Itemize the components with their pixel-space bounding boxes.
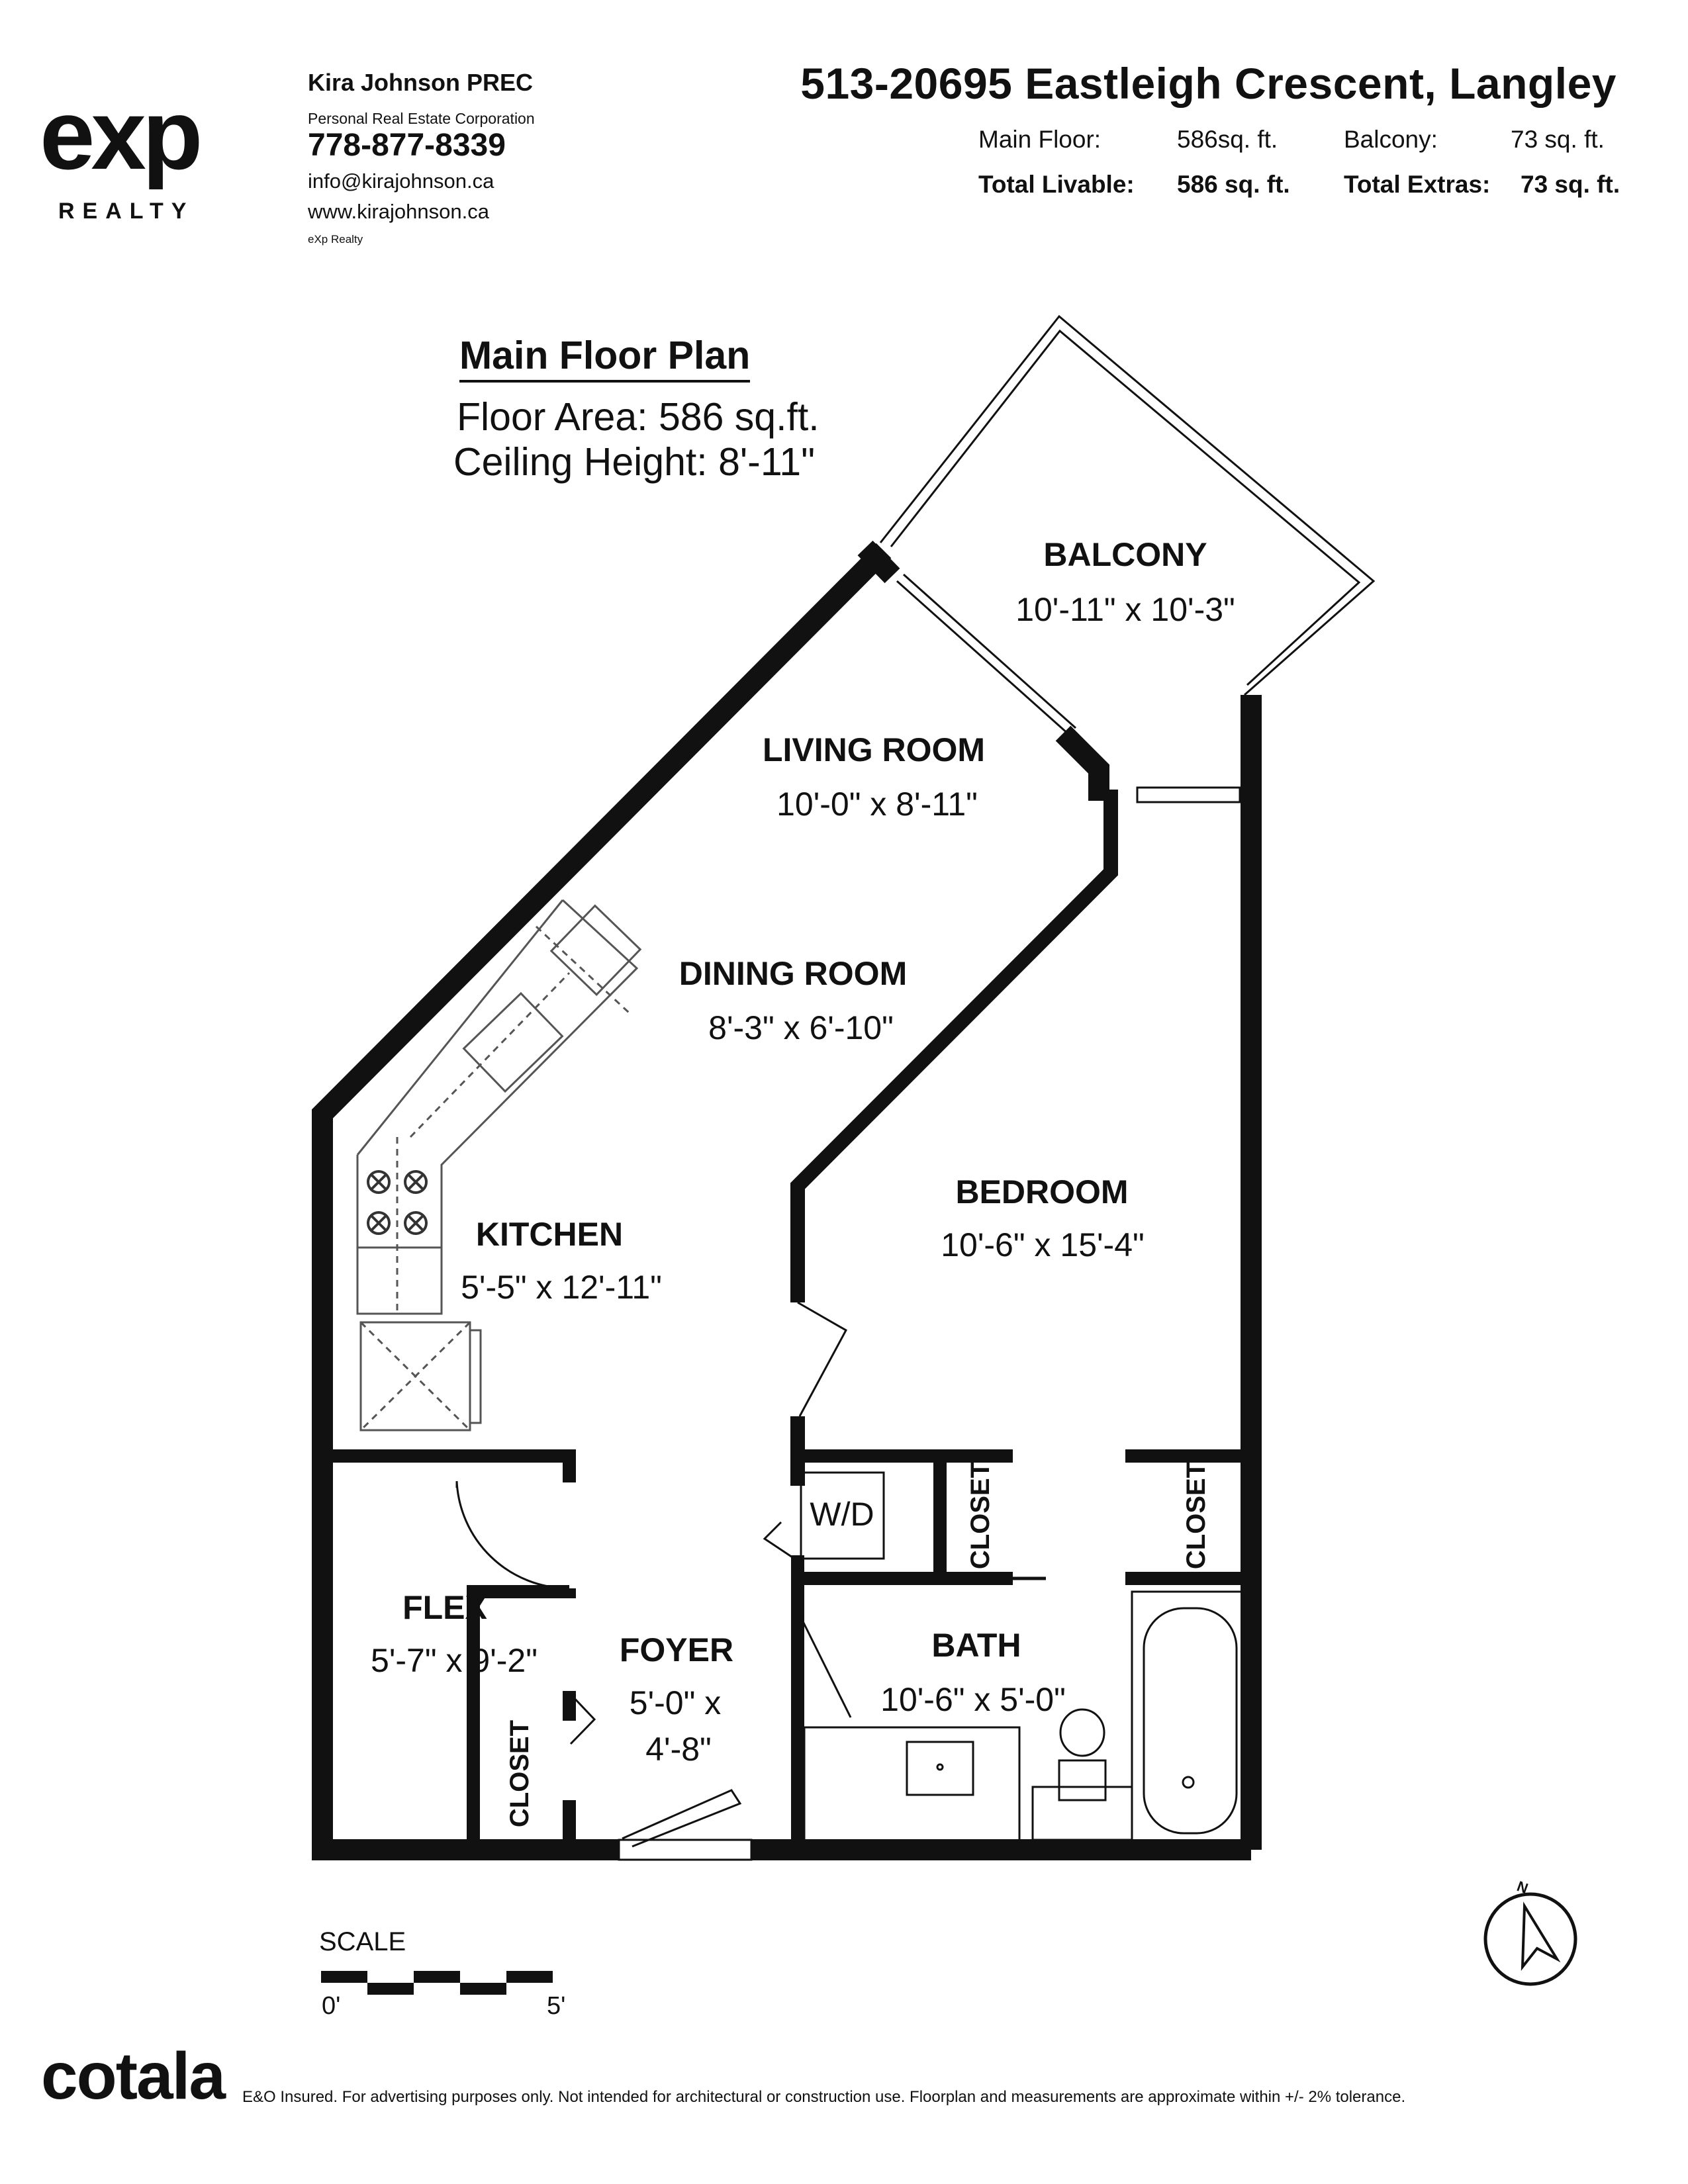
closet-flex-label: CLOSET [505, 1720, 534, 1827]
property-address: 513-20695 Eastleigh Crescent, Langley [800, 59, 1617, 108]
balcony-outline [879, 314, 1376, 696]
balcony-label: Balcony: [1344, 126, 1438, 153]
bath-fixtures [803, 1590, 1249, 1848]
washer-dryer [800, 1471, 885, 1560]
logo-sub-text: REALTY [58, 199, 194, 224]
living-room-dims: 10'-0" x 8'-11" [776, 786, 978, 823]
flex-door[interactable] [455, 1480, 569, 1590]
plan-heading: Main Floor Plan [459, 333, 751, 383]
bedroom-door[interactable] [797, 1301, 848, 1417]
bedroom-name: BEDROOM [955, 1173, 1128, 1210]
balcony-name: BALCONY [1043, 536, 1207, 573]
foyer-name: FOYER [620, 1631, 733, 1668]
entry-door[interactable] [618, 1789, 753, 1861]
stove-burners [367, 1170, 428, 1235]
flex-closet-door[interactable] [569, 1693, 596, 1745]
cotala-logo: cotala [41, 2039, 226, 2113]
plan-floor-area: Floor Area: 586 sq.ft. [457, 395, 820, 439]
logo-brand-text: exp [40, 99, 199, 190]
total-livable-value: 586 sq. ft. [1177, 171, 1290, 198]
flex-name: FLEX [402, 1589, 487, 1626]
dining-room-name: DINING ROOM [679, 955, 907, 992]
closet-bedroom-left-label: CLOSET [966, 1462, 995, 1569]
living-room-name: LIVING ROOM [763, 731, 985, 768]
main-floor-label: Main Floor: [978, 126, 1102, 153]
scale-bar [321, 1971, 553, 1995]
north-arrow: N [1483, 1878, 1577, 1986]
kitchen-dims: 5'-5" x 12'-11" [461, 1269, 662, 1306]
foyer-dims-line2: 4'-8" [645, 1731, 712, 1768]
wd-closet-door[interactable] [763, 1521, 795, 1560]
total-livable-label: Total Livable: [978, 171, 1135, 198]
agent-email[interactable]: info@kirajohnson.ca [308, 169, 494, 193]
agent-corporation: Personal Real Estate Corporation [308, 110, 535, 127]
agent-brokerage: eXp Realty [308, 233, 363, 246]
bedroom-wall [790, 790, 1118, 1486]
balcony-dims: 10'-11" x 10'-3" [1015, 591, 1235, 628]
scale-label: SCALE [319, 1927, 406, 1956]
closet-bedroom-right-label: CLOSET [1182, 1462, 1211, 1569]
wd-label: W/D [810, 1496, 874, 1533]
disclaimer: E&O Insured. For advertising purposes on… [242, 2088, 1406, 2106]
main-floor-value: 586sq. ft. [1177, 126, 1278, 153]
agent-website[interactable]: www.kirajohnson.ca [308, 200, 489, 223]
north-arrow-icon [1521, 1901, 1561, 1972]
bath-name: BATH [931, 1627, 1021, 1664]
foyer-dims-line1: 5'-0" x [630, 1684, 721, 1721]
balcony-value: 73 sq. ft. [1511, 126, 1605, 153]
kitchen-counter [356, 899, 642, 1432]
agent-name: Kira Johnson PREC [308, 69, 534, 96]
dining-room-dims: 8'-3" x 6'-10" [708, 1009, 894, 1046]
agent-phone[interactable]: 778-877-8339 [308, 128, 506, 163]
total-extras-label: Total Extras: [1344, 171, 1491, 198]
kitchen-name: KITCHEN [476, 1216, 623, 1253]
sliding-doors[interactable] [896, 573, 1241, 1580]
scale-start: 0' [322, 1992, 341, 2020]
bath-door[interactable] [798, 1614, 852, 1718]
bath-dims: 10'-6" x 5'-0" [880, 1681, 1066, 1718]
total-extras-value: 73 sq. ft. [1521, 171, 1620, 198]
flex-walls [331, 1449, 576, 1850]
plan-ceiling-height: Ceiling Height: 8'-11" [453, 440, 816, 484]
exp-realty-logo: exp REALTY [40, 99, 203, 224]
bedroom-dims: 10'-6" x 15'-4" [941, 1226, 1145, 1263]
scale-end: 5' [547, 1992, 566, 2020]
flex-dims: 5'-7" x 9'-2" [371, 1642, 538, 1679]
compass-ring-icon [1483, 1892, 1577, 1986]
